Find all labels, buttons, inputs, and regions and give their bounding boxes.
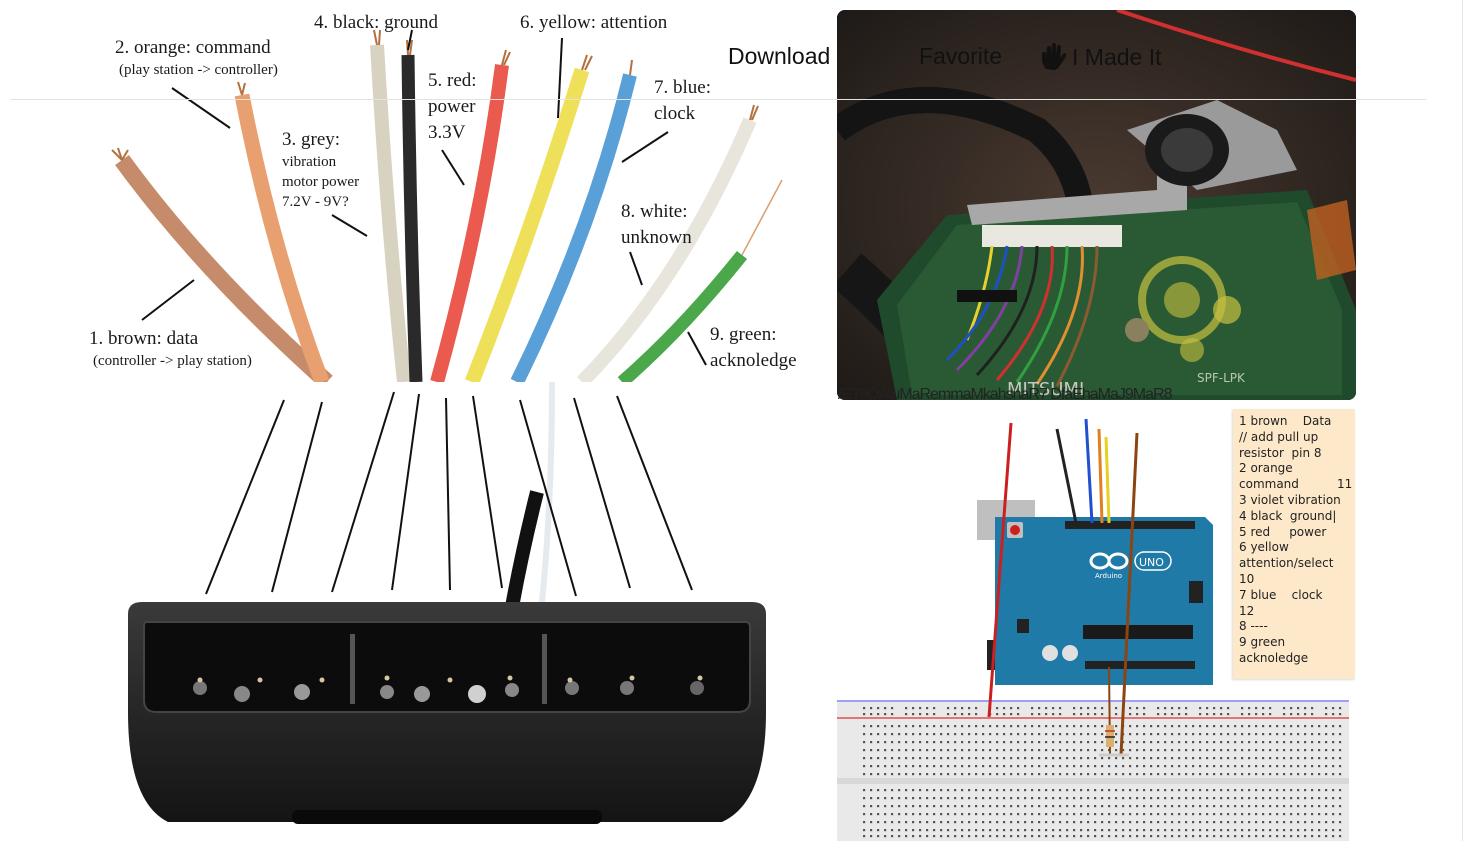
- label-blue-2: clock: [654, 103, 696, 124]
- note-line: 7 blue clock: [1239, 587, 1323, 602]
- note-line: command 11: [1239, 477, 1353, 492]
- scrollbar-edge: [1462, 0, 1463, 841]
- wire-label-white: 8. white: unknown: [621, 199, 692, 251]
- wire-label-yellow: 6. yellow: attention: [520, 10, 667, 35]
- label-orange-title: 2. orange: command: [115, 37, 271, 58]
- arduino-uno-text: UNO: [1139, 556, 1164, 569]
- label-brown-title: 1. brown: data: [89, 328, 199, 349]
- controller-board-graphic: SPF-LPK MITSUMI: [837, 10, 1356, 400]
- wire-label-green: 9. green: acknoledge: [710, 322, 797, 374]
- label-grey-1: 3. grey:: [282, 129, 341, 150]
- connector-photo: [82, 382, 828, 841]
- note-line: 6 yellow: [1239, 540, 1289, 555]
- label-yellow-title: 6. yellow: attention: [520, 12, 668, 33]
- label-red-1: 5. red:: [428, 70, 477, 91]
- label-grey-3: motor power: [282, 174, 360, 190]
- wire-bundle-graphic: [111, 29, 783, 382]
- note-line: attention/select: [1239, 556, 1334, 571]
- label-red-2: power: [428, 96, 476, 117]
- note-line: resistor pin 8: [1239, 445, 1322, 460]
- label-grey-4: 7.2V - 9V?: [282, 194, 349, 210]
- breadboard-holes: [863, 707, 1342, 838]
- note-line: 10: [1239, 571, 1255, 586]
- wire-label-black: 4. black: ground: [314, 10, 438, 35]
- label-white-2: unknown: [621, 227, 692, 248]
- wire-label-red: 5. red: power 3.3V: [428, 68, 477, 146]
- note-line: 9 green: [1239, 635, 1286, 650]
- i-made-it-label: I Made It: [1072, 44, 1162, 70]
- pcb-brand-text: MITSUMI: [1007, 379, 1084, 400]
- label-brown-sub: (controller -> play station): [93, 353, 252, 369]
- favorite-button[interactable]: Favorite: [919, 43, 1003, 69]
- controller-board-photo: SPF-LPK MITSUMI: [837, 10, 1356, 400]
- connector-graphic: [128, 382, 766, 824]
- wire-label-orange: 2. orange: command (play station -> cont…: [115, 35, 278, 80]
- overlapping-caption-text: /ETIIOAtuMaRemmaMkahsnaR7 DfaEhaMaJ9MaR8: [838, 387, 1172, 403]
- wire-label-blue: 7. blue: clock: [654, 75, 711, 127]
- arduino-brand-text: Arduino: [1095, 572, 1122, 580]
- label-blue-1: 7. blue:: [654, 77, 711, 98]
- note-line: 12: [1239, 603, 1255, 618]
- label-black-title: 4. black: ground: [314, 12, 439, 33]
- note-line: 3 violet vibration: [1239, 492, 1341, 507]
- label-orange-sub: (play station -> controller): [119, 62, 278, 78]
- note-line: // add pull up: [1239, 429, 1319, 444]
- label-green-1: 9. green:: [710, 324, 777, 345]
- label-green-2: acknoledge: [710, 350, 797, 371]
- wire-label-brown: 1. brown: data (controller -> play stati…: [89, 326, 252, 371]
- label-white-1: 8. white:: [621, 201, 688, 222]
- note-line: acknoledge: [1239, 650, 1309, 665]
- download-button[interactable]: Download: [728, 43, 831, 69]
- wire-colors-photo: 2. orange: command (play station -> cont…: [82, 0, 828, 382]
- note-line: 8 ----: [1239, 619, 1268, 634]
- note-line: 1 brown Data: [1239, 414, 1332, 428]
- project-action-bar: Download Favorite I Made It: [10, 14, 1426, 100]
- hand-icon: [1042, 43, 1067, 70]
- label-grey-2: vibration: [282, 154, 337, 170]
- label-red-3: 3.3V: [428, 122, 466, 143]
- note-line: 4 black ground|: [1239, 508, 1337, 523]
- note-line: 5 red power: [1239, 524, 1327, 539]
- wire-label-grey: 3. grey: vibration motor power 7.2V - 9V…: [282, 127, 359, 212]
- pcb-silkscreen-text: SPF-LPK: [1197, 371, 1246, 385]
- note-line: 2 orange: [1239, 461, 1293, 476]
- arduino-wiring-graphic: UNO Arduino: [837, 418, 1349, 841]
- i-made-it-button[interactable]: I Made It: [1038, 42, 1161, 72]
